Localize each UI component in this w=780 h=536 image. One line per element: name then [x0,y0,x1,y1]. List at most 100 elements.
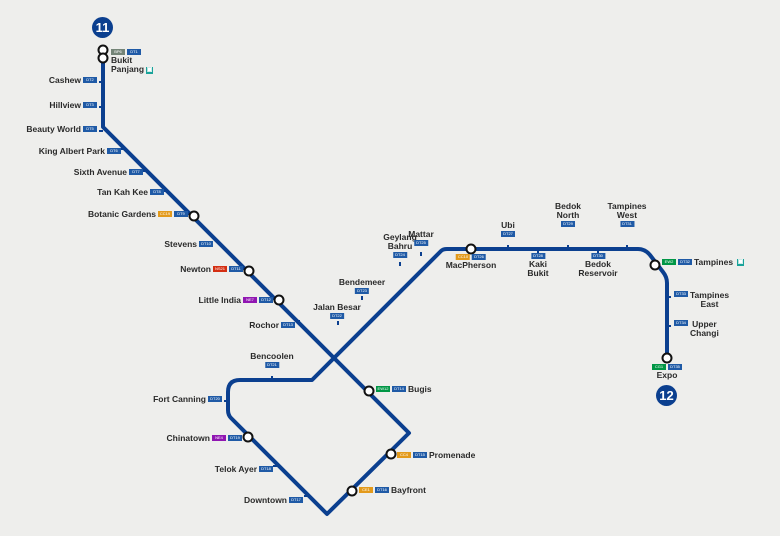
station-name: Sixth Avenue [73,167,127,177]
station-code-badge: DT25 [413,240,428,246]
station-codes: DT33 [674,291,688,297]
station-code-badge: DT29 [560,221,575,227]
station-name: Bukit Panjang [111,55,145,74]
station-name: Botanic Gardens [87,209,156,219]
station-code-badge: DT24 [392,252,407,258]
station-codes: DT3 [83,102,97,109]
interchange-marker [188,210,200,222]
station-code-badge: BP6 [111,49,125,55]
station-code-badge: DT34 [674,320,688,326]
station-name: Bayfront [391,485,426,495]
station-name: Expo [656,370,678,380]
station-codes: DT18 [259,466,273,473]
station-name: Tampines East [690,290,730,309]
bus-interchange-icon: ▣ [737,258,745,266]
station-code-badge: DT30 [591,253,605,259]
station-codes: DT2 [83,77,97,84]
station-codes: DT34 [674,320,688,326]
station-code-badge: DT35 [668,364,682,370]
station-code-badge: CC19 [158,211,172,218]
station-name: Bedok North [555,201,581,221]
station-code-badge: EW2 [662,259,676,266]
station-code-badge: DT9 [174,211,188,218]
interchange-marker [661,352,673,364]
interchange-marker [385,448,397,460]
station-code-badge: CE1 [359,487,373,494]
interchange-marker [242,431,254,443]
station-code-badge: NS21 [213,266,227,273]
station-code-badge: NE4 [212,435,226,442]
station-code-badge: DT10 [199,241,213,248]
station-name: Stevens [164,239,197,249]
interchange-marker [97,52,109,64]
station-name: Bendemeer [338,277,386,288]
station-codes: DT29 [560,221,575,227]
station-name: Kaki Bukit [527,259,549,278]
station-code-badge: DT19 [228,435,242,442]
interchange-marker [346,485,358,497]
station-codes: DT22 [329,313,344,319]
line-start-marker: 11 [92,17,113,38]
station-name: Cashew [48,75,81,85]
station-codes: DT27 [501,231,515,237]
station-code-badge: DT6 [107,148,121,155]
station-code-badge: DT31 [619,221,634,227]
station-code-badge: CG1 [652,364,666,370]
station-code-badge: DT22 [329,313,344,319]
station-code-badge: DT3 [83,102,97,109]
station-code-badge: DT8 [150,189,164,196]
station-code-badge: CC4 [397,452,411,459]
station-name: Promenade [429,450,476,460]
station-codes: DT21 [264,362,279,368]
station-name: Tan Kah Kee [97,187,148,197]
station-name: Little India [198,295,242,305]
interchange-marker [273,294,285,306]
station-codes: DT30 [591,253,605,259]
station-name: Rochor [249,320,279,330]
station-code-badge: DT13 [281,322,295,329]
station-codes: DT8 [150,189,164,196]
station-code-badge: DT23 [355,288,369,294]
